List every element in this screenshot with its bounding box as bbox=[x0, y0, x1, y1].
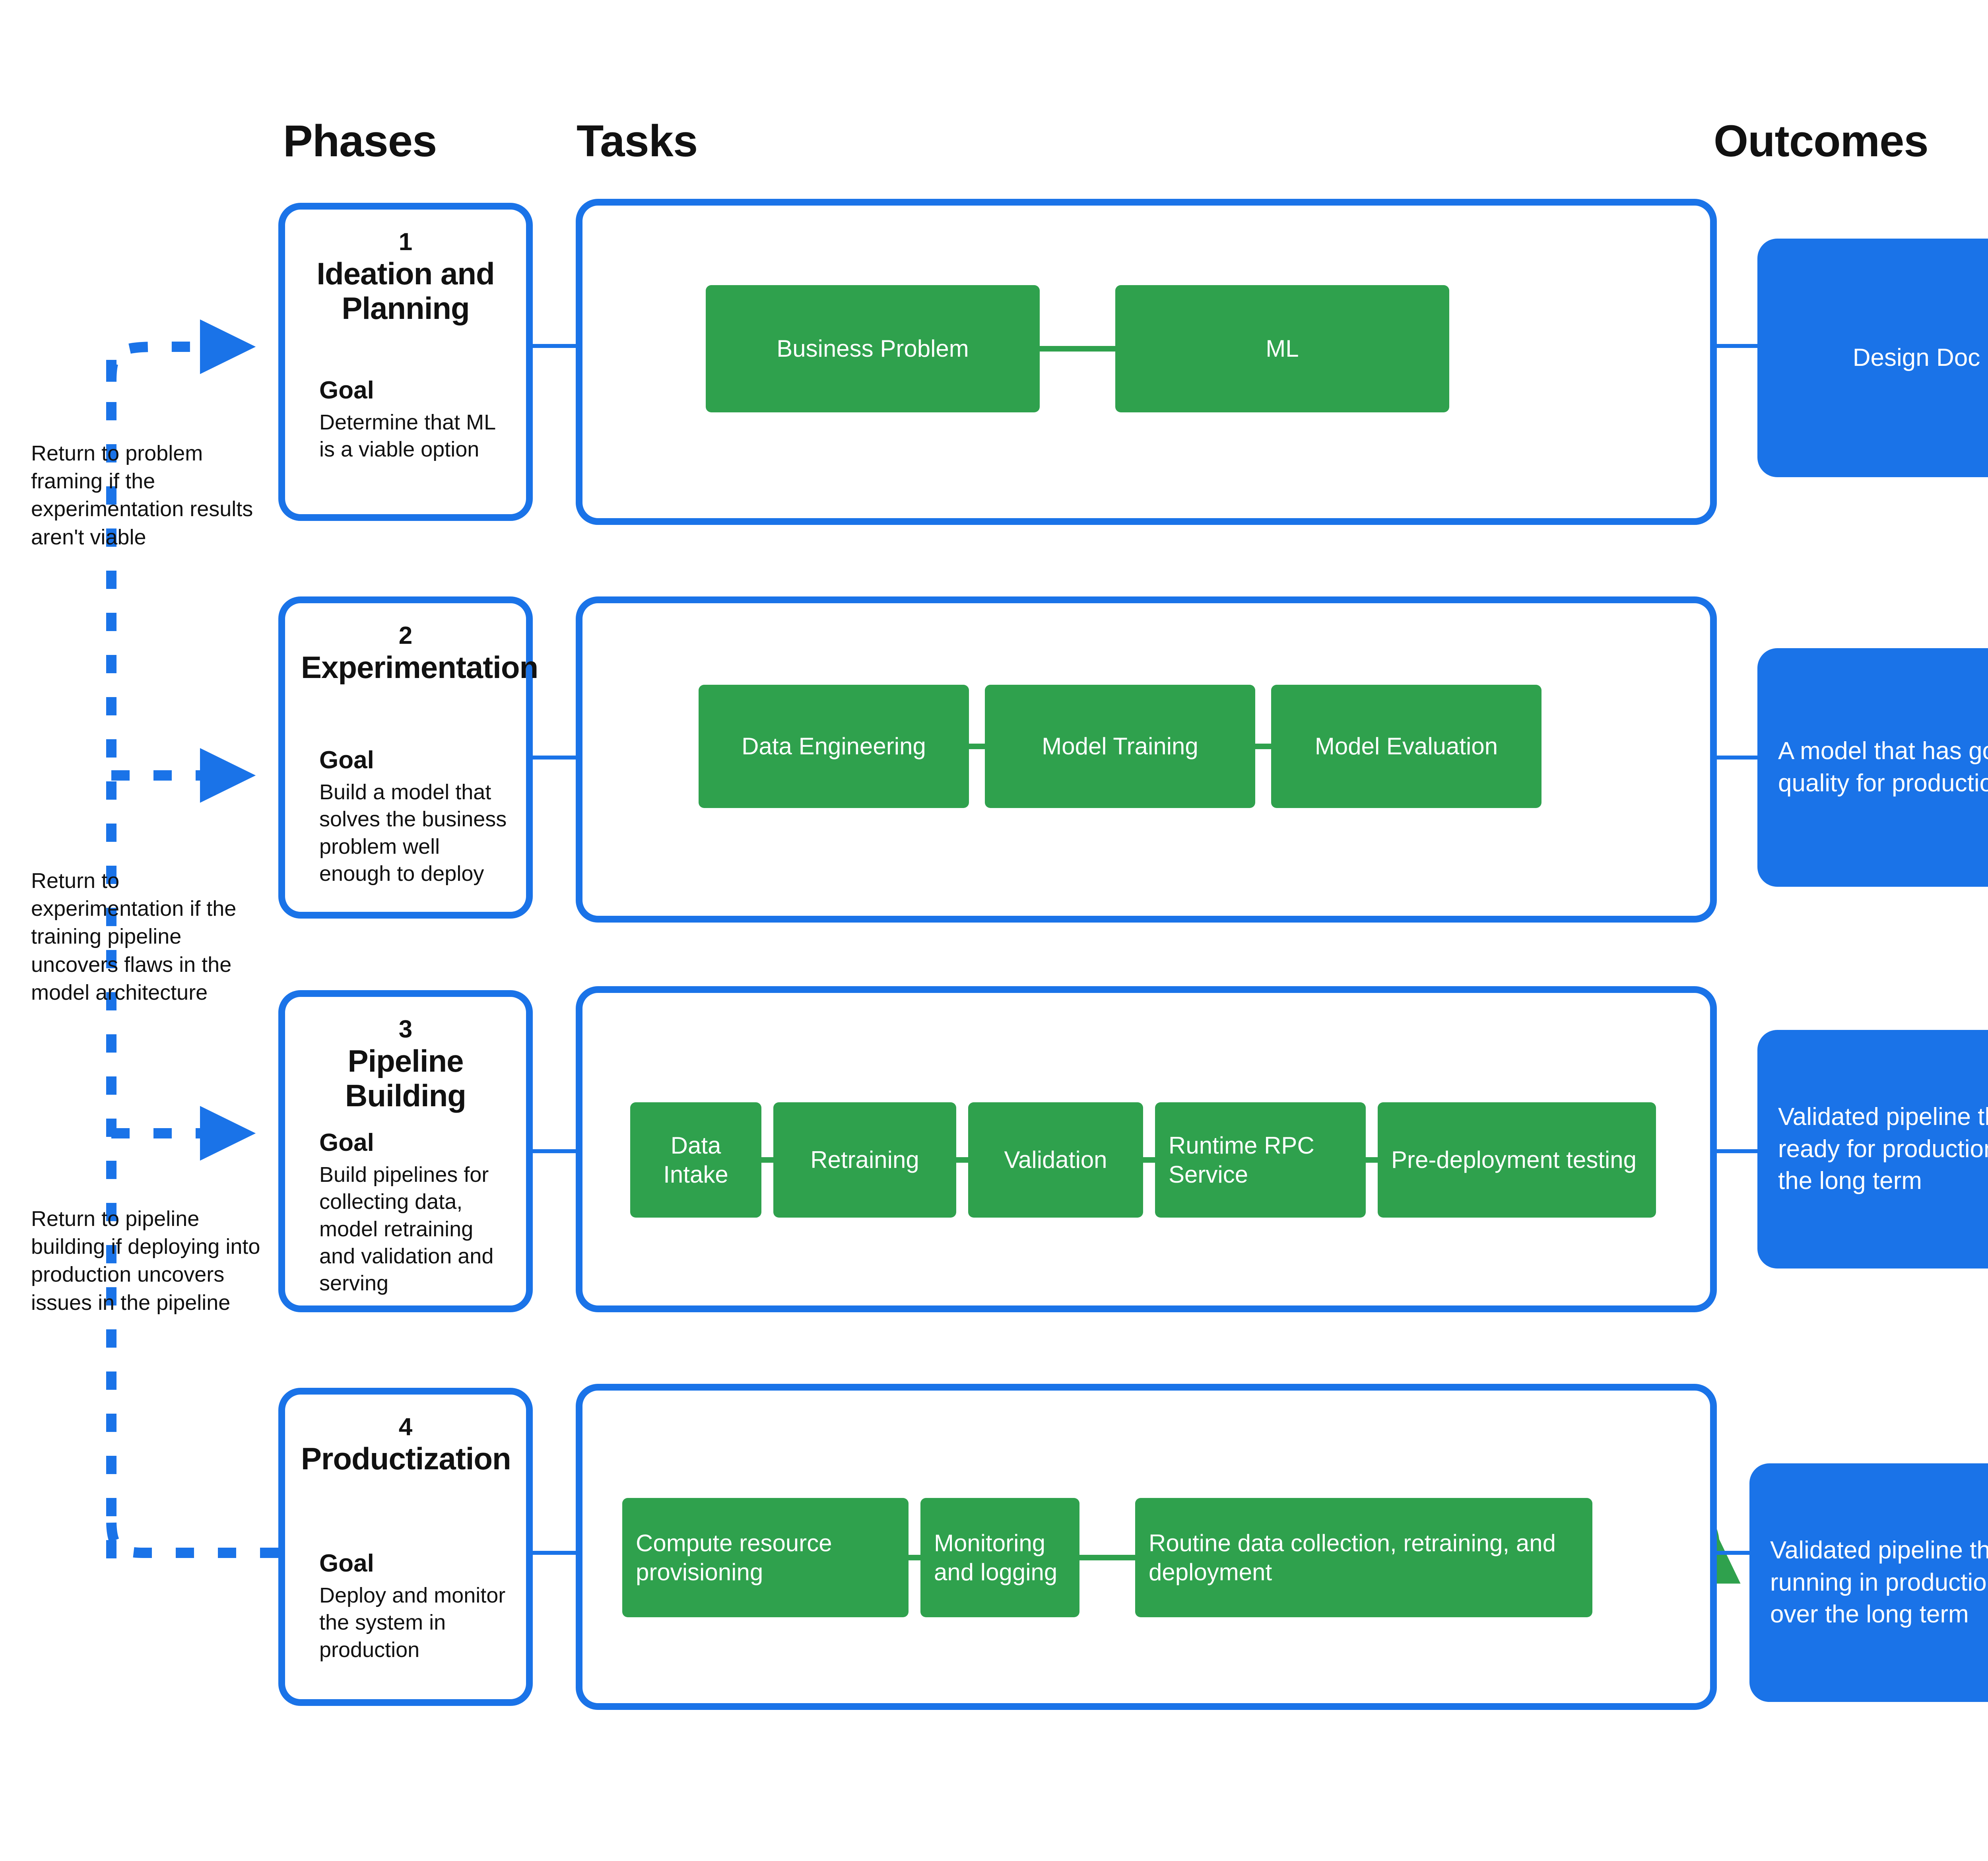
task-box-4-3[interactable]: Routine data collection, retraining, and… bbox=[1135, 1498, 1592, 1617]
phase-number-4: 4 bbox=[398, 1413, 413, 1441]
task-connector-3-1 bbox=[761, 1157, 773, 1163]
task-box-3-2[interactable]: Retraining bbox=[773, 1102, 956, 1218]
tasks-panel-2: Data Engineering Model Training Model Ev… bbox=[576, 596, 1717, 923]
task-connector-3-4 bbox=[1366, 1157, 1378, 1163]
task-box-3-5[interactable]: Pre-deployment testing bbox=[1378, 1102, 1656, 1218]
task-box-2-1[interactable]: Data Engineering bbox=[699, 685, 969, 808]
phase-title-4: Productization bbox=[301, 1441, 511, 1476]
task-box-2-3[interactable]: Model Evaluation bbox=[1271, 685, 1541, 808]
phase-card-1[interactable]: 1 Ideation and Planning Goal Determine t… bbox=[278, 203, 533, 521]
task-box-3-3[interactable]: Validation bbox=[968, 1102, 1143, 1218]
connector-tasks2-outcome2 bbox=[1712, 756, 1759, 760]
arrow-return-to-problem-framing bbox=[106, 319, 256, 382]
outcome-box-3[interactable]: Validated pipeline that's ready for prod… bbox=[1757, 1030, 1988, 1269]
phase-number-2: 2 bbox=[398, 622, 413, 649]
phase-number-1: 1 bbox=[398, 228, 413, 256]
tasks-panel-4: Compute resource provisioning Monitoring… bbox=[576, 1384, 1717, 1710]
task-connector-3-2 bbox=[956, 1157, 968, 1163]
task-box-4-1[interactable]: Compute resource provisioning bbox=[622, 1498, 909, 1617]
phase-number-3: 3 bbox=[398, 1016, 413, 1043]
goal-label-1: Goal bbox=[319, 377, 374, 404]
goal-text-4: Deploy and monitor the system in product… bbox=[319, 1583, 506, 1662]
task-connector-4-1 bbox=[909, 1555, 920, 1560]
goal-text-1: Determine that ML is a viable option bbox=[319, 410, 495, 462]
task-box-1-2[interactable]: ML bbox=[1115, 285, 1449, 412]
return-note-to-problem-framing: Return to problem framing if the experim… bbox=[31, 441, 253, 549]
phase-title-1: Ideation and Planning bbox=[316, 256, 495, 326]
tasks-panel-3: Data Intake Retraining Validation Runtim… bbox=[576, 986, 1717, 1312]
phase-title-3: Pipeline Building bbox=[345, 1043, 466, 1113]
phase-card-2[interactable]: 2 Experimentation Goal Build a model tha… bbox=[278, 596, 538, 919]
column-header-tasks: Tasks bbox=[577, 116, 698, 166]
tasks-panel-1: Business Problem ML bbox=[576, 199, 1717, 525]
goal-text-2: Build a model that solves the business p… bbox=[319, 780, 507, 886]
goal-label-2: Goal bbox=[319, 746, 374, 774]
connector-phase2-tasks bbox=[529, 756, 577, 760]
return-note-to-pipeline-building: Return to pipeline building if deploying… bbox=[31, 1207, 260, 1315]
goal-label-4: Goal bbox=[319, 1550, 374, 1577]
connector-tasks3-outcome3 bbox=[1712, 1149, 1759, 1153]
task-box-3-1[interactable]: Data Intake bbox=[630, 1102, 761, 1218]
phase-card-3[interactable]: 3 Pipeline Building Goal Build pipelines… bbox=[278, 990, 533, 1312]
task-box-4-2[interactable]: Monitoring and logging bbox=[920, 1498, 1079, 1617]
connector-phase1-tasks bbox=[529, 344, 577, 348]
task-box-3-4[interactable]: Runtime RPC Service bbox=[1155, 1102, 1366, 1218]
task-connector-2-2 bbox=[1255, 744, 1271, 749]
return-note-to-experimentation: Return to experimentation if the trainin… bbox=[31, 869, 237, 1004]
task-box-2-2[interactable]: Model Training bbox=[985, 685, 1255, 808]
task-box-1-1[interactable]: Business Problem bbox=[706, 285, 1040, 412]
arrow-from-productization-to-trunk bbox=[106, 1519, 278, 1558]
task-connector-3-3 bbox=[1143, 1157, 1155, 1163]
goal-label-3: Goal bbox=[319, 1129, 374, 1156]
connector-tasks1-outcome1 bbox=[1712, 344, 1759, 348]
column-header-phases: Phases bbox=[283, 116, 437, 166]
phase-card-4[interactable]: 4 Productization Goal Deploy and monitor… bbox=[278, 1388, 533, 1706]
outcome-box-1[interactable]: Design Doc bbox=[1757, 239, 1988, 477]
column-header-outcomes: Outcomes bbox=[1714, 116, 1929, 166]
phase-title-2: Experimentation bbox=[301, 650, 538, 685]
task-connector-2-1 bbox=[969, 744, 985, 749]
task-connector-4-2 bbox=[1079, 1555, 1135, 1560]
outcome-box-2[interactable]: A model that has good quality for produc… bbox=[1757, 648, 1988, 887]
task-connector-1-1 bbox=[1040, 346, 1115, 352]
goal-text-3: Build pipelines for collecting data, mod… bbox=[319, 1163, 494, 1295]
connector-phase4-tasks bbox=[529, 1551, 577, 1555]
outcome-box-4[interactable]: Validated pipeline that's running in pro… bbox=[1749, 1463, 1988, 1702]
connector-phase3-tasks bbox=[529, 1149, 577, 1153]
connector-tasks4-outcome4 bbox=[1712, 1551, 1759, 1555]
